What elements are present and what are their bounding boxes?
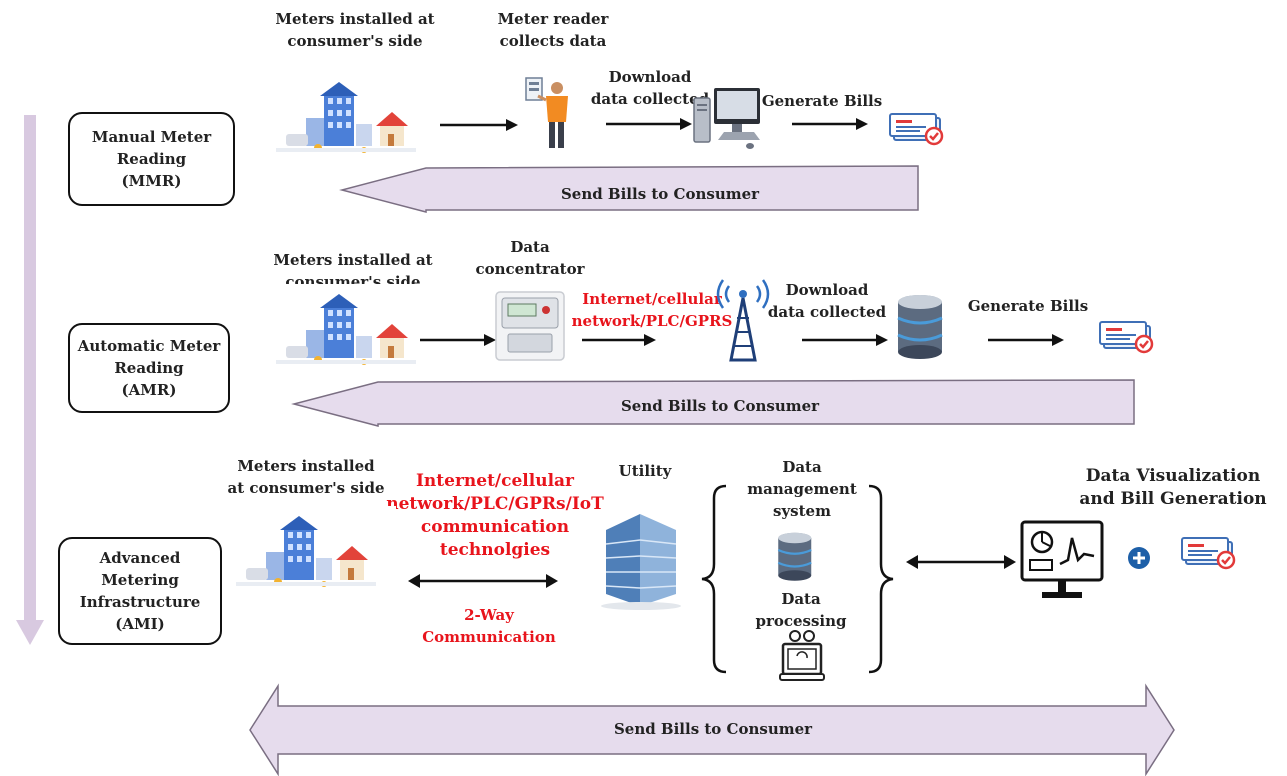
- amr-send-band: [291, 379, 1135, 427]
- two-way-arrow: [408, 574, 558, 588]
- city-meters-icon: [276, 284, 436, 374]
- arrow-amr-3: [802, 334, 888, 346]
- ami-network-label: Internet/cellular network/PLC/GPRs/IoT c…: [386, 471, 604, 560]
- amr-generate-label: Generate Bills: [967, 297, 1089, 315]
- city-meters-icon: [276, 72, 436, 162]
- ami-visualization-label: Data Visualization and Bill Generation: [1079, 466, 1267, 509]
- data-processing-icon: [779, 630, 825, 681]
- ami-processing-label: Data processing: [755, 590, 847, 630]
- ami-utility-label: Utility: [618, 462, 672, 480]
- arrow-mmr-2: [606, 118, 692, 130]
- ami-two-way-label: 2-Way Communication: [422, 606, 556, 646]
- bill-icon: [882, 102, 956, 156]
- amr-concentrator-label: Data concentrator: [475, 238, 585, 278]
- arrow-amr-1: [420, 334, 496, 346]
- database-icon: [777, 531, 813, 582]
- amr-download-label: Download data collected: [767, 281, 887, 321]
- right-brace: [868, 484, 894, 674]
- stage-amr: Automatic Meter Reading (AMR): [68, 323, 230, 413]
- database-icon: [896, 293, 944, 361]
- cell-tower-icon: [716, 279, 770, 362]
- dms-visualization-arrow: [906, 555, 1016, 569]
- ami-dms-label: Data management system: [747, 458, 857, 520]
- mmr-meters-label: Meters installed at consumer's side: [275, 10, 435, 50]
- arrow-amr-2: [582, 334, 656, 346]
- mmr-reader-label: Meter reader collects data: [497, 10, 609, 50]
- arrow-amr-4: [988, 334, 1064, 346]
- ami-send-band: [249, 683, 1175, 776]
- dashboard-monitor-icon: [1020, 520, 1104, 598]
- data-concentrator-icon: [495, 291, 565, 361]
- arrow-mmr-3: [792, 118, 868, 130]
- city-meters-icon: [236, 506, 396, 596]
- timeline-arrow: [16, 115, 44, 645]
- mmr-send-band: [339, 165, 919, 213]
- amr-send-label: Send Bills to Consumer: [620, 397, 820, 415]
- mmr-download-label: Download data collected: [590, 68, 710, 108]
- plus-icon: [1128, 547, 1150, 569]
- bill-icon: [1092, 310, 1166, 364]
- mmr-send-label: Send Bills to Consumer: [560, 185, 760, 203]
- bill-icon: [1174, 526, 1248, 580]
- left-brace: [701, 484, 727, 674]
- meter-reader-icon: [525, 77, 568, 148]
- computer-icon: [693, 88, 760, 149]
- amr-network-label: Internet/cellular network/PLC/GPRS: [571, 290, 733, 330]
- ami-send-label: Send Bills to Consumer: [613, 720, 813, 738]
- arrow-mmr-1: [440, 119, 518, 131]
- utility-building-icon: [601, 514, 681, 610]
- mmr-generate-label: Generate Bills: [761, 92, 883, 110]
- ami-meters-label: Meters installed at consumer's side: [227, 457, 385, 497]
- stage-mmr: Manual Meter Reading (MMR): [68, 112, 235, 206]
- stage-ami: Advanced Metering Infrastructure (AMI): [58, 537, 222, 645]
